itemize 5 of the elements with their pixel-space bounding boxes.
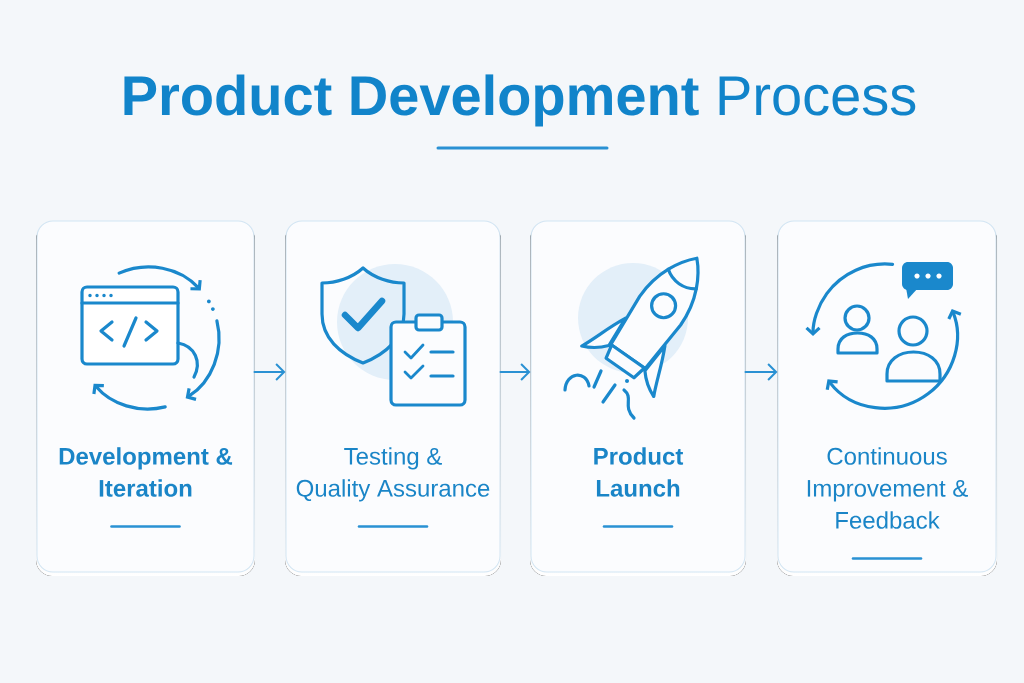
arrow <box>499 363 531 381</box>
title: Product Development Process <box>124 74 916 127</box>
arrow <box>744 363 778 381</box>
arrow <box>253 363 286 381</box>
step-card: Continuous Improvement & Feedback <box>777 220 997 576</box>
